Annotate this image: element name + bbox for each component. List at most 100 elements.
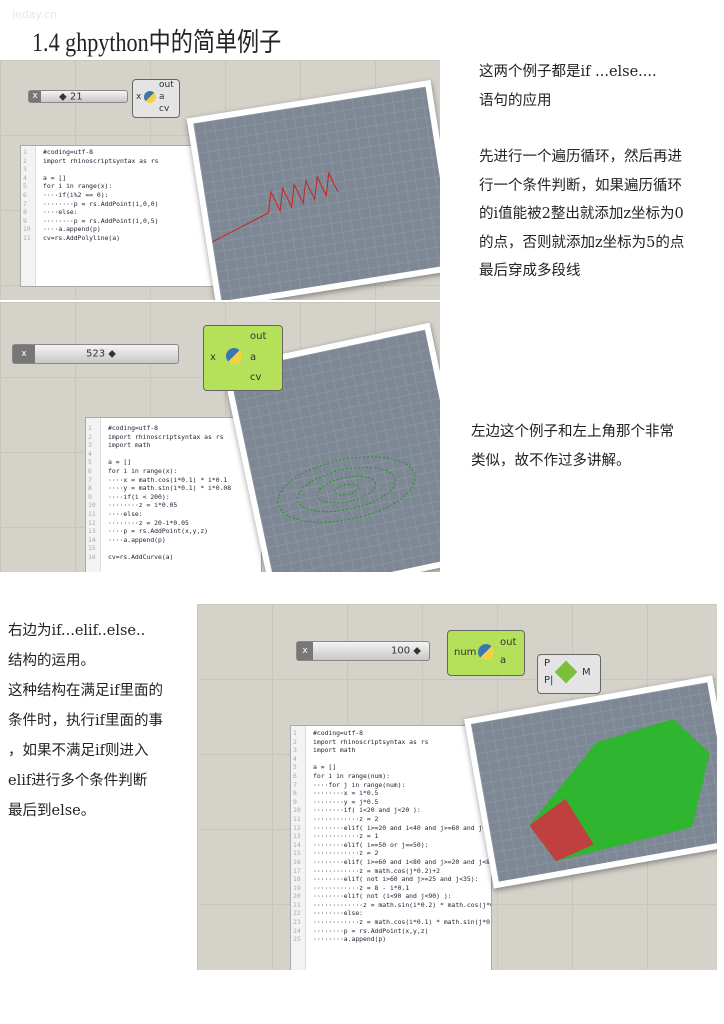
mesh-component[interactable]: P P| M bbox=[537, 654, 601, 694]
text-line: 先进行一个遍历循环，然后再进 bbox=[479, 149, 682, 165]
code-text: for i in range(num): bbox=[313, 771, 390, 780]
page-title: 1.4 ghpython中的简单例子 bbox=[32, 28, 282, 57]
code-line: 14····a.append(p) bbox=[88, 535, 166, 544]
code-text: ············z = 2 bbox=[313, 814, 379, 823]
slider-label: x bbox=[297, 642, 313, 660]
code-line: 3 bbox=[23, 165, 27, 174]
code-line: 1#coding=utf-8 bbox=[23, 148, 94, 156]
zigzag-polyline bbox=[211, 171, 339, 243]
code-text: #coding=utf-8 bbox=[43, 148, 94, 156]
input-p: P bbox=[544, 658, 551, 669]
description-2: 左边这个例子和左上角那个非常类似，故不作过多讲解。 bbox=[471, 418, 674, 475]
code-text: ········y = j*0.5 bbox=[313, 797, 379, 806]
text-line: 这两个例子都是if ...else.... bbox=[479, 64, 657, 80]
code-line: 18········elif( not i>60 and j>=25 and j… bbox=[293, 875, 479, 884]
slider-value: ◆ 21 bbox=[59, 91, 83, 102]
code-line: 22········else: bbox=[293, 909, 364, 918]
description-1: 这两个例子都是if ...else.... 语句的应用先进行一个遍历循环，然后再进… bbox=[479, 58, 684, 286]
code-text: a = [] bbox=[108, 458, 132, 467]
code-text: import math bbox=[313, 746, 356, 755]
text-line: 的i值能被2整出就添加z坐标为0 bbox=[479, 206, 684, 222]
code-text: cv=rs.AddCurve(a) bbox=[108, 552, 174, 561]
code-text: ········z = 20-i*0.05 bbox=[108, 518, 189, 527]
python-component[interactable]: x out a cv bbox=[203, 325, 283, 391]
code-text: #coding=utf-8 bbox=[313, 729, 364, 737]
text-line bbox=[479, 115, 684, 143]
code-line: 8········x = i*0.5 bbox=[293, 789, 379, 798]
code-line: 21·············z = math.sin(i*0.2) * mat… bbox=[291, 901, 491, 910]
output-out: out bbox=[250, 331, 267, 342]
code-text: ············z = 1 bbox=[313, 832, 379, 841]
code-line: 1#coding=utf-8 bbox=[293, 729, 364, 737]
code-line: 17············z = math.cos(j*0.2)+2 bbox=[293, 866, 440, 875]
code-text: ············z = math.cos(i*0.1) * math.s… bbox=[313, 918, 492, 927]
code-text: ····else: bbox=[43, 208, 78, 217]
slider-value: 523 ◆ bbox=[86, 348, 116, 360]
code-line: 7····x = math.cos(i*0.1) * i*0.1 bbox=[88, 475, 228, 484]
code-text: ········if( i<20 and j<20 ): bbox=[313, 806, 421, 815]
code-text: ········p = rs.AddPoint(i,0,0) bbox=[43, 199, 159, 208]
code-text: cv=rs.AddPolyline(a) bbox=[43, 233, 120, 242]
code-line: 8····y = math.sin(i*0.1) * i*0.08 bbox=[88, 484, 232, 493]
number-slider[interactable]: x 523 ◆ bbox=[12, 344, 179, 364]
python-component[interactable]: x out a cv bbox=[132, 79, 180, 118]
code-line: 7········p = rs.AddPoint(i,0,0) bbox=[23, 199, 159, 208]
input-num: num bbox=[454, 647, 477, 658]
input-x: x bbox=[136, 92, 142, 102]
output-cv: cv bbox=[159, 104, 170, 114]
number-slider[interactable]: x ◆ 21 bbox=[28, 90, 128, 103]
python-component[interactable]: num out a bbox=[447, 630, 525, 676]
code-line: 9····if(i < 200): bbox=[88, 492, 170, 501]
code-line: 11····else: bbox=[88, 509, 143, 518]
output-a: a bbox=[250, 352, 257, 363]
code-line: 12········elif( i>=20 and i<40 and j>=60… bbox=[291, 824, 491, 833]
code-text: ····else: bbox=[108, 509, 143, 518]
code-line: 9········p = rs.AddPoint(i,0,5) bbox=[23, 216, 159, 225]
code-text: a = [] bbox=[313, 763, 337, 772]
output-out: out bbox=[500, 637, 517, 648]
rhino-viewport bbox=[463, 675, 717, 889]
output-a: a bbox=[500, 655, 507, 666]
output-m: M bbox=[582, 667, 591, 678]
code-text: ····y = math.sin(i*0.1) * i*0.08 bbox=[108, 484, 232, 493]
code-text: ············z = 8 - i*0.1 bbox=[313, 883, 410, 892]
code-line: 10····a.append(p) bbox=[23, 225, 101, 234]
slider-label: x bbox=[13, 345, 35, 363]
number-slider[interactable]: x 100 ◆ bbox=[296, 641, 430, 661]
code-text: import math bbox=[108, 441, 151, 450]
text-line: 这种结构在满足if里面的 bbox=[8, 683, 164, 699]
text-line: 语句的应用 bbox=[479, 92, 552, 109]
text-line: 最后穿成多段线 bbox=[479, 263, 581, 279]
code-line: 13····p = rs.AddPoint(x,y,z) bbox=[88, 527, 209, 536]
text-line: 左边这个例子和左上角那个非常 bbox=[471, 424, 674, 440]
code-text: import rhinoscriptsyntax as rs bbox=[43, 156, 159, 165]
watermark: ieday.cn bbox=[12, 8, 58, 21]
text-line: 结构的运用。 bbox=[8, 653, 95, 669]
code-text: ····if(i%2 == 0): bbox=[43, 190, 109, 199]
code-line: 12········z = 20-i*0.05 bbox=[88, 518, 189, 527]
description-3: 右边为if...elif..else..结构的运用。这种结构在满足if里面的条件… bbox=[8, 616, 163, 826]
code-text: ········x = i*0.5 bbox=[313, 789, 379, 798]
code-text: for i in range(x): bbox=[43, 182, 113, 191]
slider-value: 100 ◆ bbox=[391, 645, 421, 657]
python-icon bbox=[226, 348, 242, 364]
code-text: ········elif( not i>60 and j>=25 and j<3… bbox=[313, 875, 479, 884]
slider-label: x bbox=[29, 91, 41, 102]
text-line: 类似，故不作过多讲解。 bbox=[471, 452, 631, 469]
code-line: 6····if(i%2 == 0): bbox=[23, 190, 109, 199]
code-line: 4 bbox=[88, 449, 92, 458]
text-line: 的点，否则就添加z坐标为5的点 bbox=[479, 234, 685, 251]
